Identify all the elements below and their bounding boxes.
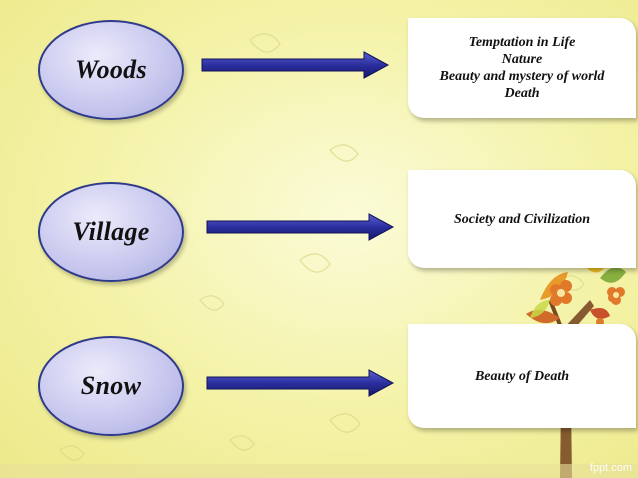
oval-snow: Snow [38,336,184,436]
arrow-right-icon [206,369,395,397]
oval-label-snow: Snow [80,371,142,400]
oval-village: Village [38,182,184,282]
description-box-woods: Temptation in Life Nature Beauty and mys… [408,18,636,118]
box-line: Society and Civilization [453,211,591,227]
box-line: Beauty of Death [474,368,570,384]
description-box-village: Society and Civilization [408,170,636,268]
box-line: Nature [501,52,543,67]
description-box-snow: Beauty of Death [408,324,636,428]
box-line: Death [504,86,540,101]
box-line: Beauty and mystery of world [439,69,605,84]
oval-label-woods: Woods [75,55,147,84]
watermark-text: fppt.com [589,462,632,474]
arrow-right-icon [206,213,395,241]
box-line: Temptation in Life [468,35,576,50]
arrow-right-icon [201,51,390,79]
oval-label-village: Village [72,217,150,246]
oval-woods: Woods [38,20,184,120]
